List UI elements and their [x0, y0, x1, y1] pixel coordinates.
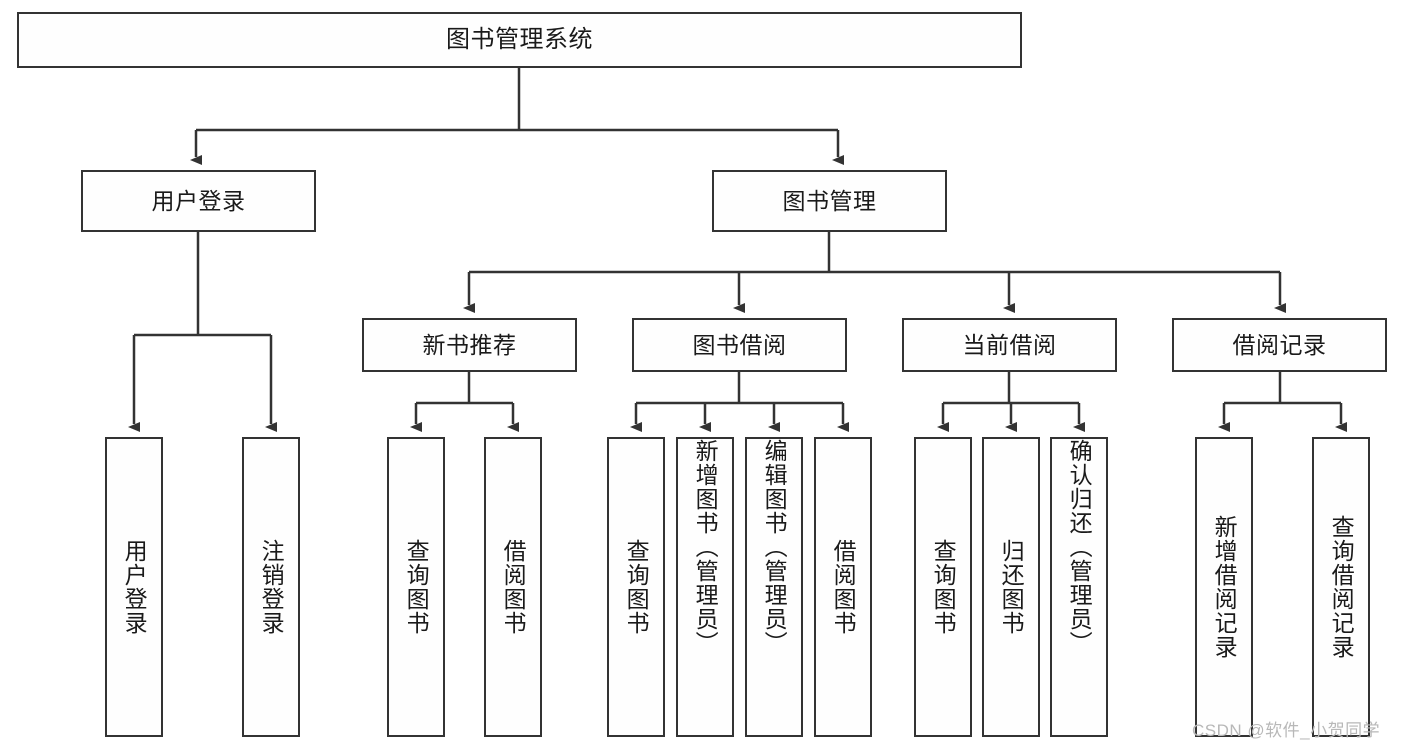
node-label: 图书管理	[782, 187, 877, 214]
leaf-book-borrow-edit[interactable]: 编辑图书（管理员）	[745, 437, 803, 737]
node-book-management[interactable]: 图书管理	[712, 170, 947, 232]
node-label: 查询图书	[930, 539, 957, 635]
node-label: 查询图书	[623, 539, 650, 635]
node-label: 查询图书	[403, 539, 430, 635]
node-label: 新书推荐	[422, 331, 517, 358]
leaf-book-borrow-lend[interactable]: 借阅图书	[814, 437, 872, 737]
node-borrow-record[interactable]: 借阅记录	[1172, 318, 1387, 372]
node-label: 图书借阅	[692, 331, 787, 358]
node-label: 注销登录	[258, 539, 285, 635]
node-label: 图书管理系统	[446, 26, 593, 53]
node-root-book-management-system[interactable]: 图书管理系统	[17, 12, 1022, 68]
node-label: 当前借阅	[962, 331, 1057, 358]
node-label: 归还图书	[998, 539, 1025, 635]
node-label: 借阅记录	[1232, 331, 1327, 358]
leaf-new-book-query[interactable]: 查询图书	[387, 437, 445, 737]
leaf-new-book-borrow[interactable]: 借阅图书	[484, 437, 542, 737]
leaf-book-borrow-query[interactable]: 查询图书	[607, 437, 665, 737]
node-label: 借阅图书	[830, 539, 857, 635]
node-label: 用户登录	[151, 187, 246, 214]
node-book-borrow[interactable]: 图书借阅	[632, 318, 847, 372]
node-new-book-recommend[interactable]: 新书推荐	[362, 318, 577, 372]
node-user-login[interactable]: 用户登录	[81, 170, 316, 232]
node-label: 编辑图书（管理员）	[761, 439, 788, 655]
csdn-watermark: CSDN @软件_小贺同学	[1192, 721, 1381, 740]
leaf-current-borrow-return[interactable]: 归还图书	[982, 437, 1040, 737]
node-current-borrow[interactable]: 当前借阅	[902, 318, 1117, 372]
node-label: 确认归还（管理员）	[1066, 439, 1093, 655]
node-label: 新增借阅记录	[1211, 515, 1238, 659]
leaf-book-borrow-add[interactable]: 新增图书（管理员）	[676, 437, 734, 737]
node-label: 查询借阅记录	[1328, 515, 1355, 659]
leaf-current-borrow-query[interactable]: 查询图书	[914, 437, 972, 737]
leaf-user-login-logout[interactable]: 注销登录	[242, 437, 300, 737]
leaf-borrow-record-query[interactable]: 查询借阅记录	[1312, 437, 1370, 737]
leaf-current-borrow-confirm-return[interactable]: 确认归还（管理员）	[1050, 437, 1108, 737]
leaf-borrow-record-add[interactable]: 新增借阅记录	[1195, 437, 1253, 737]
node-label: 用户登录	[121, 539, 148, 635]
node-label: 借阅图书	[500, 539, 527, 635]
leaf-user-login-login[interactable]: 用户登录	[105, 437, 163, 737]
node-label: 新增图书（管理员）	[692, 439, 719, 655]
